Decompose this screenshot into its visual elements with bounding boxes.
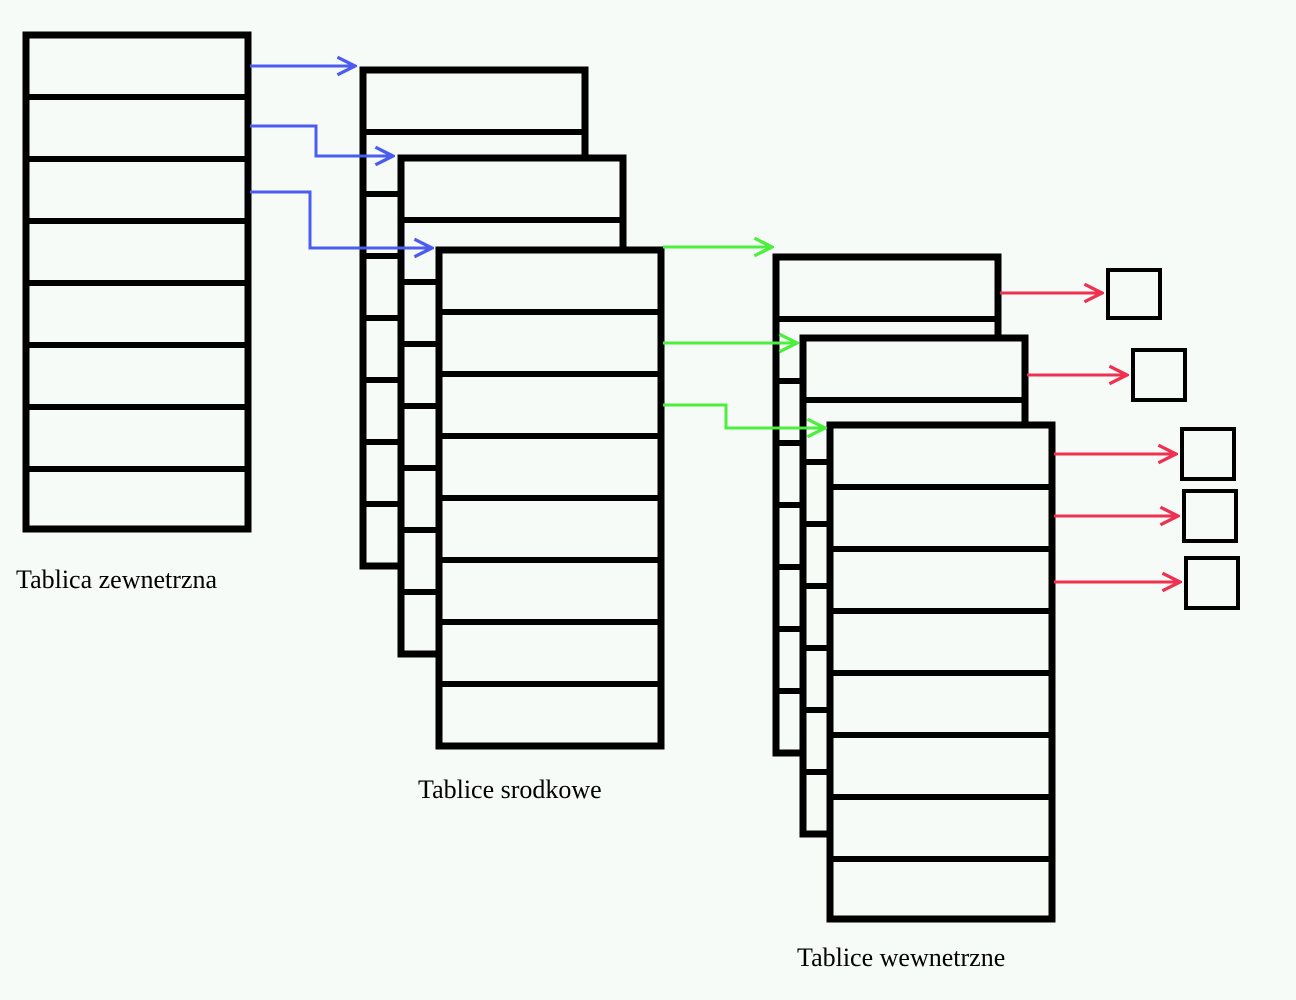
outer-table [22, 31, 252, 533]
data-block-3 [1180, 427, 1236, 481]
data-block-1 [1106, 268, 1162, 320]
middle-to-inner-arrows [663, 247, 825, 428]
data-blocks [1106, 268, 1240, 610]
inner-tables-caption: Tablice wewnetrzne [797, 943, 1006, 972]
middle-table-3 [435, 246, 665, 750]
inner-to-data-arrows [1000, 293, 1180, 582]
arrow-outer-to-middle-3 [250, 190, 432, 248]
outer-to-middle-arrows [250, 66, 432, 248]
arrow-middle-to-inner-3 [663, 403, 825, 428]
arrow-outer-to-middle-2 [250, 124, 393, 156]
data-block-4 [1182, 489, 1238, 543]
middle-tables-caption: Tablice srodkowe [418, 775, 602, 804]
outer-table-caption: Tablica zewnetrzna [16, 565, 217, 594]
inner-table-3 [826, 421, 1056, 923]
data-block-2 [1131, 348, 1187, 402]
data-block-5 [1184, 556, 1240, 610]
